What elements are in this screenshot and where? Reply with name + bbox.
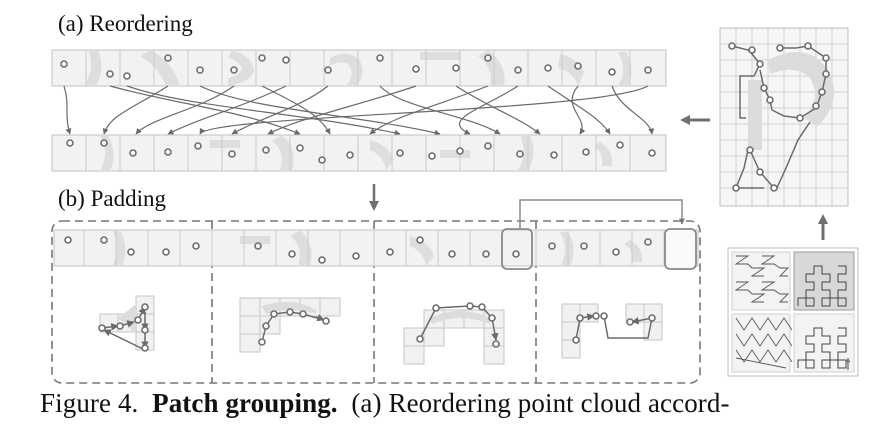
padding-label: (b) Padding: [58, 186, 166, 211]
strip-cell-grid: [85, 50, 631, 86]
caption-prefix: Figure 4.: [40, 388, 139, 418]
serialization-curves: [727, 247, 859, 377]
padding-copy-connector: [519, 199, 685, 229]
arrow-down-icon: [369, 184, 379, 211]
reordering-curves: [63, 85, 655, 136]
patch-2: [239, 297, 341, 353]
z-order-curve-bl: [731, 313, 793, 373]
arrow-left-icon: [680, 115, 710, 125]
reordered-strip: [51, 134, 667, 172]
padded-strip: [53, 199, 699, 270]
padding-source-box: [501, 228, 533, 270]
figure-caption: Figure 4. Patch grouping. (a) Reordering…: [40, 388, 730, 419]
patch-3: [403, 302, 505, 365]
reordered-cell-grid: [85, 135, 631, 171]
z-order-curve-tl: [731, 251, 791, 311]
padding-target-box: [664, 228, 697, 270]
patch-1: [98, 295, 155, 352]
reordered-points: [66, 139, 656, 164]
reordered-shape-overlay: [100, 135, 613, 171]
caption-title: Patch grouping.: [152, 388, 338, 418]
caption-text: (a) Reordering point cloud accord-: [351, 388, 730, 418]
reordering-label: (a) Reordering: [58, 11, 193, 36]
space-filling-grid: [719, 27, 849, 207]
strip-shape-overlay: [84, 50, 632, 86]
padding-outer-frame: [51, 220, 701, 384]
hilbert-curve-tr: [793, 251, 855, 311]
strip-points: [60, 54, 652, 80]
hilbert-curve-br: [793, 313, 855, 373]
original-order-strip: [51, 49, 667, 87]
arrow-up-icon: [818, 214, 828, 240]
patch-4: [561, 303, 663, 359]
